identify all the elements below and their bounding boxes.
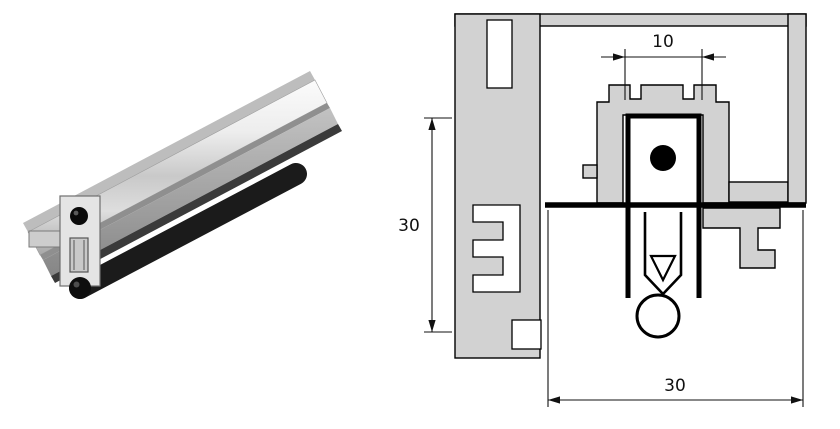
rubber-tube-highlight	[73, 281, 80, 288]
profile-top-fin	[23, 71, 315, 232]
dim-arrow	[702, 53, 714, 61]
dimension-label-bottom-width: 30	[664, 376, 686, 396]
carrier-pin	[650, 145, 676, 171]
dim-arrow	[791, 396, 803, 404]
dim-arrow	[428, 320, 436, 332]
frame-comb-slot	[472, 204, 521, 293]
housing-side-tab	[582, 164, 598, 179]
frame-bottom-notch	[511, 319, 542, 350]
right-wall-profile	[787, 13, 807, 204]
fastener-hole-highlight	[73, 210, 79, 216]
frame-top-slot	[486, 19, 513, 89]
hook-profile	[702, 207, 781, 269]
fastener-hole	[70, 207, 88, 225]
seal-carrier	[625, 113, 702, 339]
seal-channel	[69, 237, 89, 273]
seal-lip	[643, 212, 683, 296]
flange-front-edge	[40, 103, 330, 260]
perspective-view	[23, 71, 342, 299]
dimension-label-top-width: 10	[652, 32, 674, 52]
web-side-surface	[43, 108, 338, 276]
connector-bar	[728, 181, 789, 203]
dimension-bottom-width: 30	[547, 210, 804, 407]
tube-seal-section	[635, 293, 681, 339]
rubber-tube	[69, 163, 307, 299]
dimension-seal-height: 30	[398, 117, 452, 333]
rubber-tube-end-cap	[69, 277, 91, 299]
cross-section-view: 10 30 30	[398, 13, 807, 407]
dim-arrow	[428, 118, 436, 130]
dim-arrow	[548, 396, 560, 404]
seal-housing	[596, 84, 730, 204]
dimension-top-width: 10	[601, 32, 726, 100]
seal-lip-inner	[649, 254, 677, 283]
flange-end-face	[28, 230, 63, 248]
dim-arrow	[613, 53, 625, 61]
bottom-seal-strip	[51, 124, 342, 283]
dimension-label-seal-height: 30	[398, 216, 420, 236]
